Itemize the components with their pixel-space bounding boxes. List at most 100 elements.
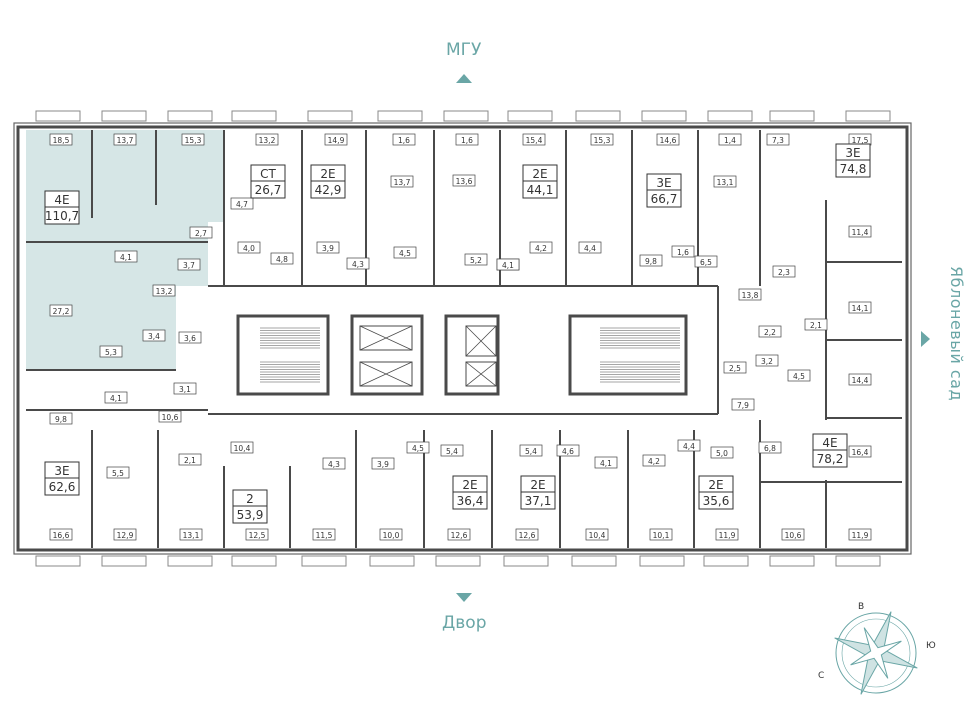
room-area-label: 1,4	[718, 133, 742, 146]
svg-text:13,2: 13,2	[156, 287, 173, 296]
room-area-label: 6,5	[694, 255, 718, 268]
svg-text:3,4: 3,4	[148, 332, 160, 341]
room-area-label: 13,2	[152, 284, 176, 297]
svg-text:2,1: 2,1	[810, 321, 822, 330]
svg-text:5,0: 5,0	[716, 449, 728, 458]
room-area-label: 14,1	[848, 301, 872, 314]
svg-text:3,1: 3,1	[179, 385, 191, 394]
apartment-label[interactable]: 253,9	[232, 489, 268, 524]
apartment-area: 26,7	[255, 183, 282, 197]
room-area-label: 4,1	[594, 456, 618, 469]
svg-text:5,2: 5,2	[470, 256, 482, 265]
arrow-right-icon	[921, 331, 930, 347]
svg-text:11,9: 11,9	[852, 531, 869, 540]
room-area-label: 4,4	[578, 241, 602, 254]
svg-text:10,4: 10,4	[234, 444, 251, 453]
room-area-label: 9,8	[49, 412, 73, 425]
svg-text:13,8: 13,8	[742, 291, 759, 300]
arrow-up-icon	[456, 74, 472, 83]
room-area-label: 4,6	[556, 444, 580, 457]
apartment-area: 62,6	[49, 480, 76, 494]
room-area-label: 4,5	[406, 441, 430, 454]
room-area-label: 3,9	[371, 457, 395, 470]
svg-text:5,3: 5,3	[105, 348, 117, 357]
svg-text:2,3: 2,3	[778, 268, 790, 277]
svg-text:14,4: 14,4	[852, 376, 869, 385]
room-area-label: 11,5	[312, 528, 336, 541]
room-area-label: 2,7	[189, 226, 213, 239]
room-area-label: 3,9	[316, 241, 340, 254]
room-area-label: 10,1	[649, 528, 673, 541]
svg-text:4,7: 4,7	[236, 200, 248, 209]
svg-text:4,4: 4,4	[584, 244, 596, 253]
room-area-label: 10,6	[781, 528, 805, 541]
room-area-label: 10,6	[158, 410, 182, 423]
svg-text:3,9: 3,9	[322, 244, 334, 253]
svg-text:4,1: 4,1	[120, 253, 132, 262]
svg-text:5,4: 5,4	[446, 447, 458, 456]
apartment-type: CT	[260, 167, 276, 181]
svg-text:4,2: 4,2	[535, 244, 547, 253]
room-area-label: 4,3	[322, 457, 346, 470]
room-area-label: 5,2	[464, 253, 488, 266]
svg-text:10,0: 10,0	[383, 531, 400, 540]
svg-text:15,4: 15,4	[526, 136, 543, 145]
highlighted-apartment	[26, 130, 224, 370]
room-area-label: 13,7	[390, 175, 414, 188]
svg-text:27,2: 27,2	[53, 307, 70, 316]
apartment-area: 42,9	[315, 183, 342, 197]
room-area-label: 3,2	[755, 354, 779, 367]
compass-north-label: В	[858, 602, 864, 612]
apartment-label[interactable]: CT 26,7	[250, 164, 286, 199]
svg-text:11,5: 11,5	[316, 531, 333, 540]
room-area-label: 4,2	[529, 241, 553, 254]
apartment-area: 110,7	[45, 209, 79, 223]
room-area-label: 15,4	[522, 133, 546, 146]
apartment-label[interactable]: 4E 110,7	[44, 190, 80, 225]
room-area-label: 2,5	[723, 361, 747, 374]
room-area-label: 2,3	[772, 265, 796, 278]
apartment-type: 2E	[530, 478, 545, 492]
apartment-type: 4E	[54, 193, 69, 207]
svg-text:10,1: 10,1	[653, 531, 670, 540]
svg-text:17,5: 17,5	[852, 136, 869, 145]
svg-text:13,6: 13,6	[456, 177, 473, 186]
apartment-type: 4E	[822, 436, 837, 450]
room-area-label: 5,5	[106, 466, 130, 479]
apartment-type: 2E	[462, 478, 477, 492]
svg-text:13,7: 13,7	[117, 136, 134, 145]
svg-text:1,6: 1,6	[398, 136, 410, 145]
room-area-label: 3,1	[173, 382, 197, 395]
direction-right-label: Яблоневый сад	[947, 266, 966, 402]
apartment-area: 74,8	[840, 162, 867, 176]
direction-top-label: МГУ	[446, 40, 482, 60]
room-area-label: 4,2	[642, 454, 666, 467]
room-area-label: 13,8	[738, 288, 762, 301]
room-area-label: 12,6	[447, 528, 471, 541]
room-area-label: 1,6	[392, 133, 416, 146]
apartment-label[interactable]: 2E 42,9	[310, 164, 346, 199]
direction-bottom-label: Двор	[442, 613, 487, 633]
svg-text:3,6: 3,6	[184, 334, 196, 343]
apartment-type: 2E	[708, 478, 723, 492]
room-area-label: 5,4	[440, 444, 464, 457]
svg-text:4,3: 4,3	[352, 260, 364, 269]
room-area-label: 2,2	[758, 325, 782, 338]
room-area-label: 15,3	[181, 133, 205, 146]
room-area-label: 5,3	[99, 345, 123, 358]
apartment-label[interactable]: 2E 36,4	[452, 475, 488, 510]
apartment-area: 36,4	[457, 494, 484, 508]
svg-text:5,4: 5,4	[525, 447, 537, 456]
svg-text:1,6: 1,6	[677, 248, 689, 257]
svg-text:4,3: 4,3	[328, 460, 340, 469]
apartment-type: 2E	[320, 167, 335, 181]
svg-text:4,6: 4,6	[562, 447, 574, 456]
room-area-label: 15,3	[590, 133, 614, 146]
